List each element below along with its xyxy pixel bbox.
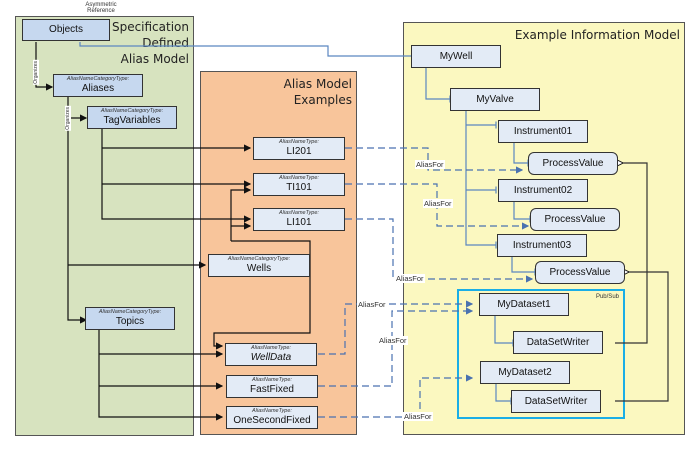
spec-title-line-3: Alias Model <box>120 52 189 66</box>
aliasfor-label-onesecondfixed: AliasFor <box>403 412 433 421</box>
li101-type: AliasNameType: <box>279 210 319 216</box>
node-wells[interactable]: AliasNameCategoryType: Wells <box>208 254 310 277</box>
node-processvalue-3[interactable]: ProcessValue <box>535 261 625 284</box>
node-li101[interactable]: AliasNameType: LI101 <box>253 208 345 231</box>
ti101-name: TI101 <box>286 182 312 193</box>
topics-type: AliasNameCategoryType: <box>98 309 162 315</box>
mydataset2-name: MyDataset2 <box>498 366 552 378</box>
ti101-type: AliasNameType: <box>279 175 319 181</box>
node-onesecondfixed[interactable]: AliasNameType: OneSecondFixed <box>226 406 318 429</box>
li101-name: LI101 <box>286 217 312 228</box>
topics-name: Topics <box>115 316 145 327</box>
node-topics[interactable]: AliasNameCategoryType: Topics <box>85 307 175 330</box>
onesecondfixed-name: OneSecondFixed <box>233 415 311 426</box>
asymmetric-reference-label: Asymmetric Reference <box>85 2 117 14</box>
myvalve-name: MyValve <box>476 93 514 105</box>
aliasfor-label-ti101: AliasFor <box>423 199 453 208</box>
node-mywell[interactable]: MyWell <box>411 45 501 68</box>
node-datasetwriter-1[interactable]: DataSetWriter <box>513 331 603 354</box>
node-myvalve[interactable]: MyValve <box>450 88 540 111</box>
info-title: Example Information Model <box>514 28 680 42</box>
li201-type: AliasNameType: <box>279 139 319 145</box>
dsw1-name: DataSetWriter <box>526 336 590 348</box>
node-instrument02[interactable]: Instrument02 <box>498 179 588 202</box>
welldata-name: WellData <box>250 352 292 363</box>
instrument02-name: Instrument02 <box>513 184 573 196</box>
mywell-name: MyWell <box>439 50 473 62</box>
pubsub-title: Pub/Sub <box>595 294 619 300</box>
aliases-name: Aliases <box>81 83 115 94</box>
node-datasetwriter-2[interactable]: DataSetWriter <box>511 390 601 413</box>
examples-title-line-1: Alias Model <box>283 77 352 91</box>
node-welldata[interactable]: AliasNameType: WellData <box>225 343 317 366</box>
pv2-name: ProcessValue <box>544 213 606 225</box>
node-aliases[interactable]: AliasNameCategoryType: Aliases <box>53 74 143 97</box>
aliasfor-label-li201: AliasFor <box>415 160 445 169</box>
spec-title-line-2: Defined <box>142 36 189 50</box>
organizes-label-2: Organizes <box>65 106 71 131</box>
pv1-name: ProcessValue <box>542 157 604 169</box>
node-instrument03[interactable]: Instrument03 <box>497 234 587 257</box>
wells-name: Wells <box>246 263 272 274</box>
instrument01-name: Instrument01 <box>513 125 573 137</box>
tagvariables-name: TagVariables <box>103 115 161 126</box>
node-fastfixed[interactable]: AliasNameType: FastFixed <box>226 375 318 398</box>
node-li201[interactable]: AliasNameType: LI201 <box>253 137 345 160</box>
instrument03-name: Instrument03 <box>512 239 572 251</box>
li201-name: LI201 <box>286 146 312 157</box>
wells-type: AliasNameCategoryType: <box>227 256 291 262</box>
node-tagvariables[interactable]: AliasNameCategoryType: TagVariables <box>87 106 177 129</box>
fastfixed-type: AliasNameType: <box>252 377 292 383</box>
spec-title-line-1: Specification <box>111 20 189 34</box>
node-objects[interactable]: Objects <box>22 19 110 41</box>
welldata-type: AliasNameType: <box>251 345 291 351</box>
objects-name: Objects <box>49 24 83 35</box>
pv3-name: ProcessValue <box>549 266 611 278</box>
aliasfor-label-li101: AliasFor <box>395 274 425 283</box>
fastfixed-name: FastFixed <box>250 384 294 395</box>
dsw2-name: DataSetWriter <box>524 395 588 407</box>
mydataset1-name: MyDataset1 <box>497 298 551 310</box>
organizes-label-1: Organizes <box>33 60 39 85</box>
aliasfor-label-welldata: AliasFor <box>357 300 387 309</box>
node-mydataset2[interactable]: MyDataset2 <box>480 361 570 384</box>
aliasfor-label-fastfixed: AliasFor <box>378 336 408 345</box>
node-instrument01[interactable]: Instrument01 <box>498 120 588 143</box>
examples-title-line-2: Examples <box>293 93 352 107</box>
node-processvalue-2[interactable]: ProcessValue <box>530 208 620 231</box>
node-processvalue-1[interactable]: ProcessValue <box>528 152 618 175</box>
onesecondfixed-type: AliasNameType: <box>252 408 292 414</box>
tagvariables-type: AliasNameCategoryType: <box>100 108 164 114</box>
node-mydataset1[interactable]: MyDataset1 <box>479 293 569 316</box>
aliases-type: AliasNameCategoryType: <box>66 76 130 82</box>
node-ti101[interactable]: AliasNameType: TI101 <box>253 173 345 196</box>
